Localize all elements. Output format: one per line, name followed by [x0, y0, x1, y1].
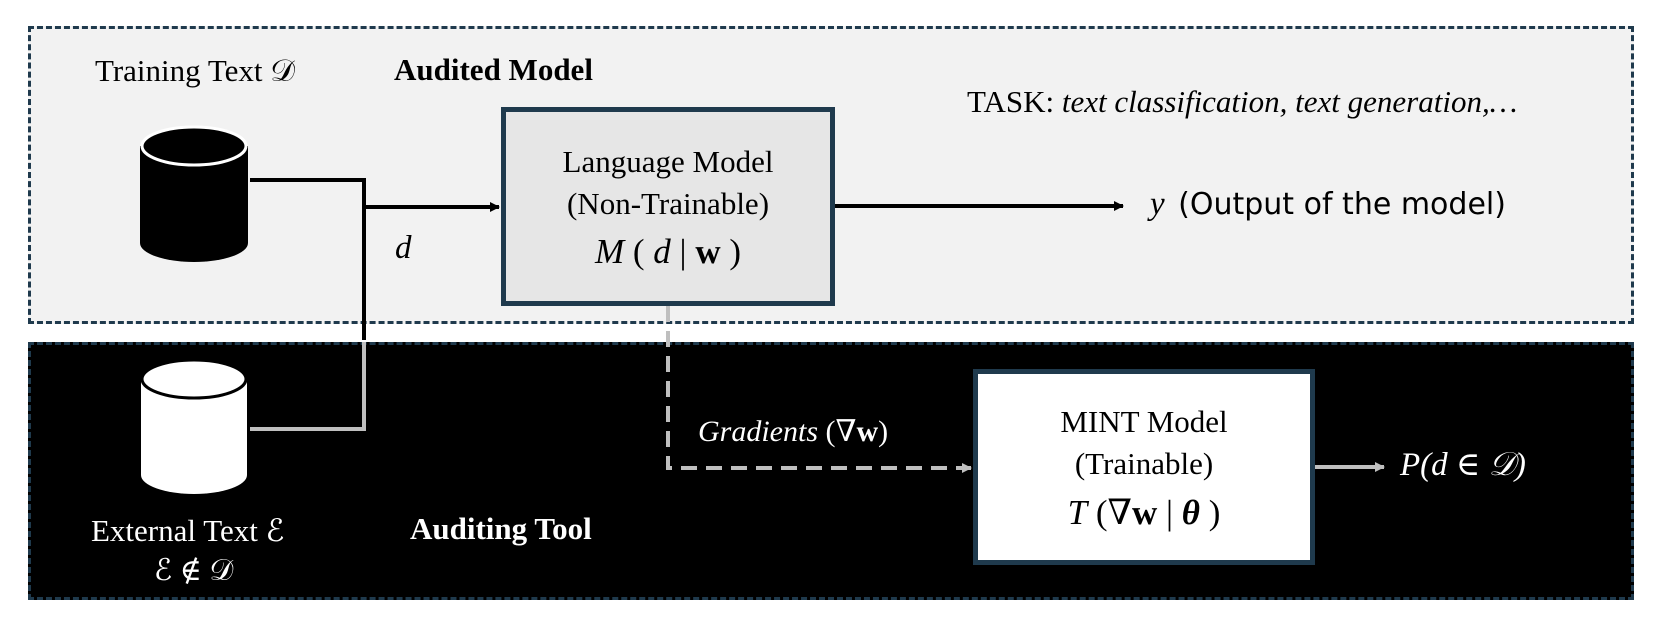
formula-bar: | — [670, 232, 696, 272]
mint-model-formula: T (∇w | θ ) — [1068, 493, 1221, 533]
gradients-symbol: (∇ — [825, 415, 857, 448]
formula-fn: T — [1067, 492, 1088, 532]
mint-model-box: MINT Model (Trainable) T (∇w | θ ) — [973, 369, 1315, 565]
gradients-label: Gradients (∇w) — [698, 417, 888, 447]
formula-close: ) — [720, 232, 741, 272]
formula-open: ( — [624, 232, 654, 272]
output-symbol: y — [1150, 186, 1165, 222]
task-description: TASK: text classification, text generati… — [967, 86, 1517, 117]
language-model-title: Language Model — [562, 143, 774, 179]
task-prefix: TASK: — [967, 84, 1055, 119]
formula-param: w — [695, 232, 721, 272]
formula-param: w — [1131, 492, 1158, 532]
gradients-close: ) — [878, 415, 889, 448]
language-model-box: Language Model (Non-Trainable) M ( d | w… — [501, 107, 835, 306]
mint-model-subtitle: (Trainable) — [1074, 446, 1214, 481]
output-description: (Output of the model) — [1178, 187, 1506, 222]
gradients-text: Gradients — [698, 415, 818, 448]
input-variable-label: d — [395, 230, 412, 266]
formula-close: ) — [1199, 492, 1221, 532]
formula-fn: M — [594, 232, 625, 272]
formula-open: (∇ — [1087, 492, 1132, 532]
audited-model-label: Audited Model — [394, 52, 593, 87]
external-text-label: External Text ℰ — [91, 513, 285, 548]
auditing-tool-panel — [28, 342, 1634, 600]
gradients-param: w — [856, 415, 879, 448]
formula-bar: | — [1157, 492, 1182, 532]
task-text: text classification, text generation,… — [1061, 84, 1518, 119]
external-database-icon — [140, 358, 248, 494]
training-text-label: Training Text 𝒟 — [95, 53, 295, 88]
formula-theta: θ — [1181, 492, 1200, 532]
model-output-label: y (Output of the model) — [1150, 188, 1506, 221]
training-data-connector — [250, 178, 366, 207]
gradients-arrow — [666, 306, 972, 473]
auditing-tool-label: Auditing Tool — [410, 511, 592, 546]
language-model-formula: M ( d | w ) — [595, 232, 741, 272]
membership-probability-label: P(d ∈ 𝒟) — [1400, 447, 1526, 483]
external-text-sublabel: ℰ ∉ 𝒟 — [154, 554, 234, 587]
training-database-icon — [140, 125, 248, 262]
mint-model-title: MINT Model — [1060, 404, 1228, 440]
external-data-connector — [250, 342, 366, 431]
language-model-subtitle: (Non-Trainable) — [566, 185, 770, 221]
formula-arg: d — [653, 232, 671, 272]
